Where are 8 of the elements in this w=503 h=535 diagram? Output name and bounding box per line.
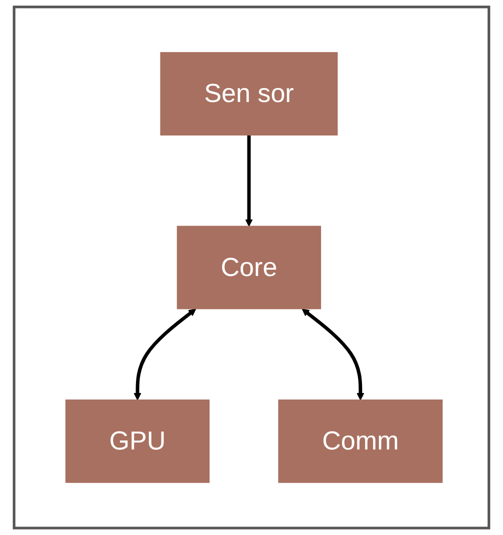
- arrow: [302, 308, 364, 400]
- node-box: Sen sor: [160, 52, 338, 136]
- node-box: GPU: [65, 400, 210, 483]
- node-box: Comm: [278, 400, 443, 483]
- node-box: Core: [176, 226, 322, 310]
- arrow: [245, 135, 253, 227]
- cluster: [12, 6, 490, 530]
- arrow: [134, 308, 196, 400]
